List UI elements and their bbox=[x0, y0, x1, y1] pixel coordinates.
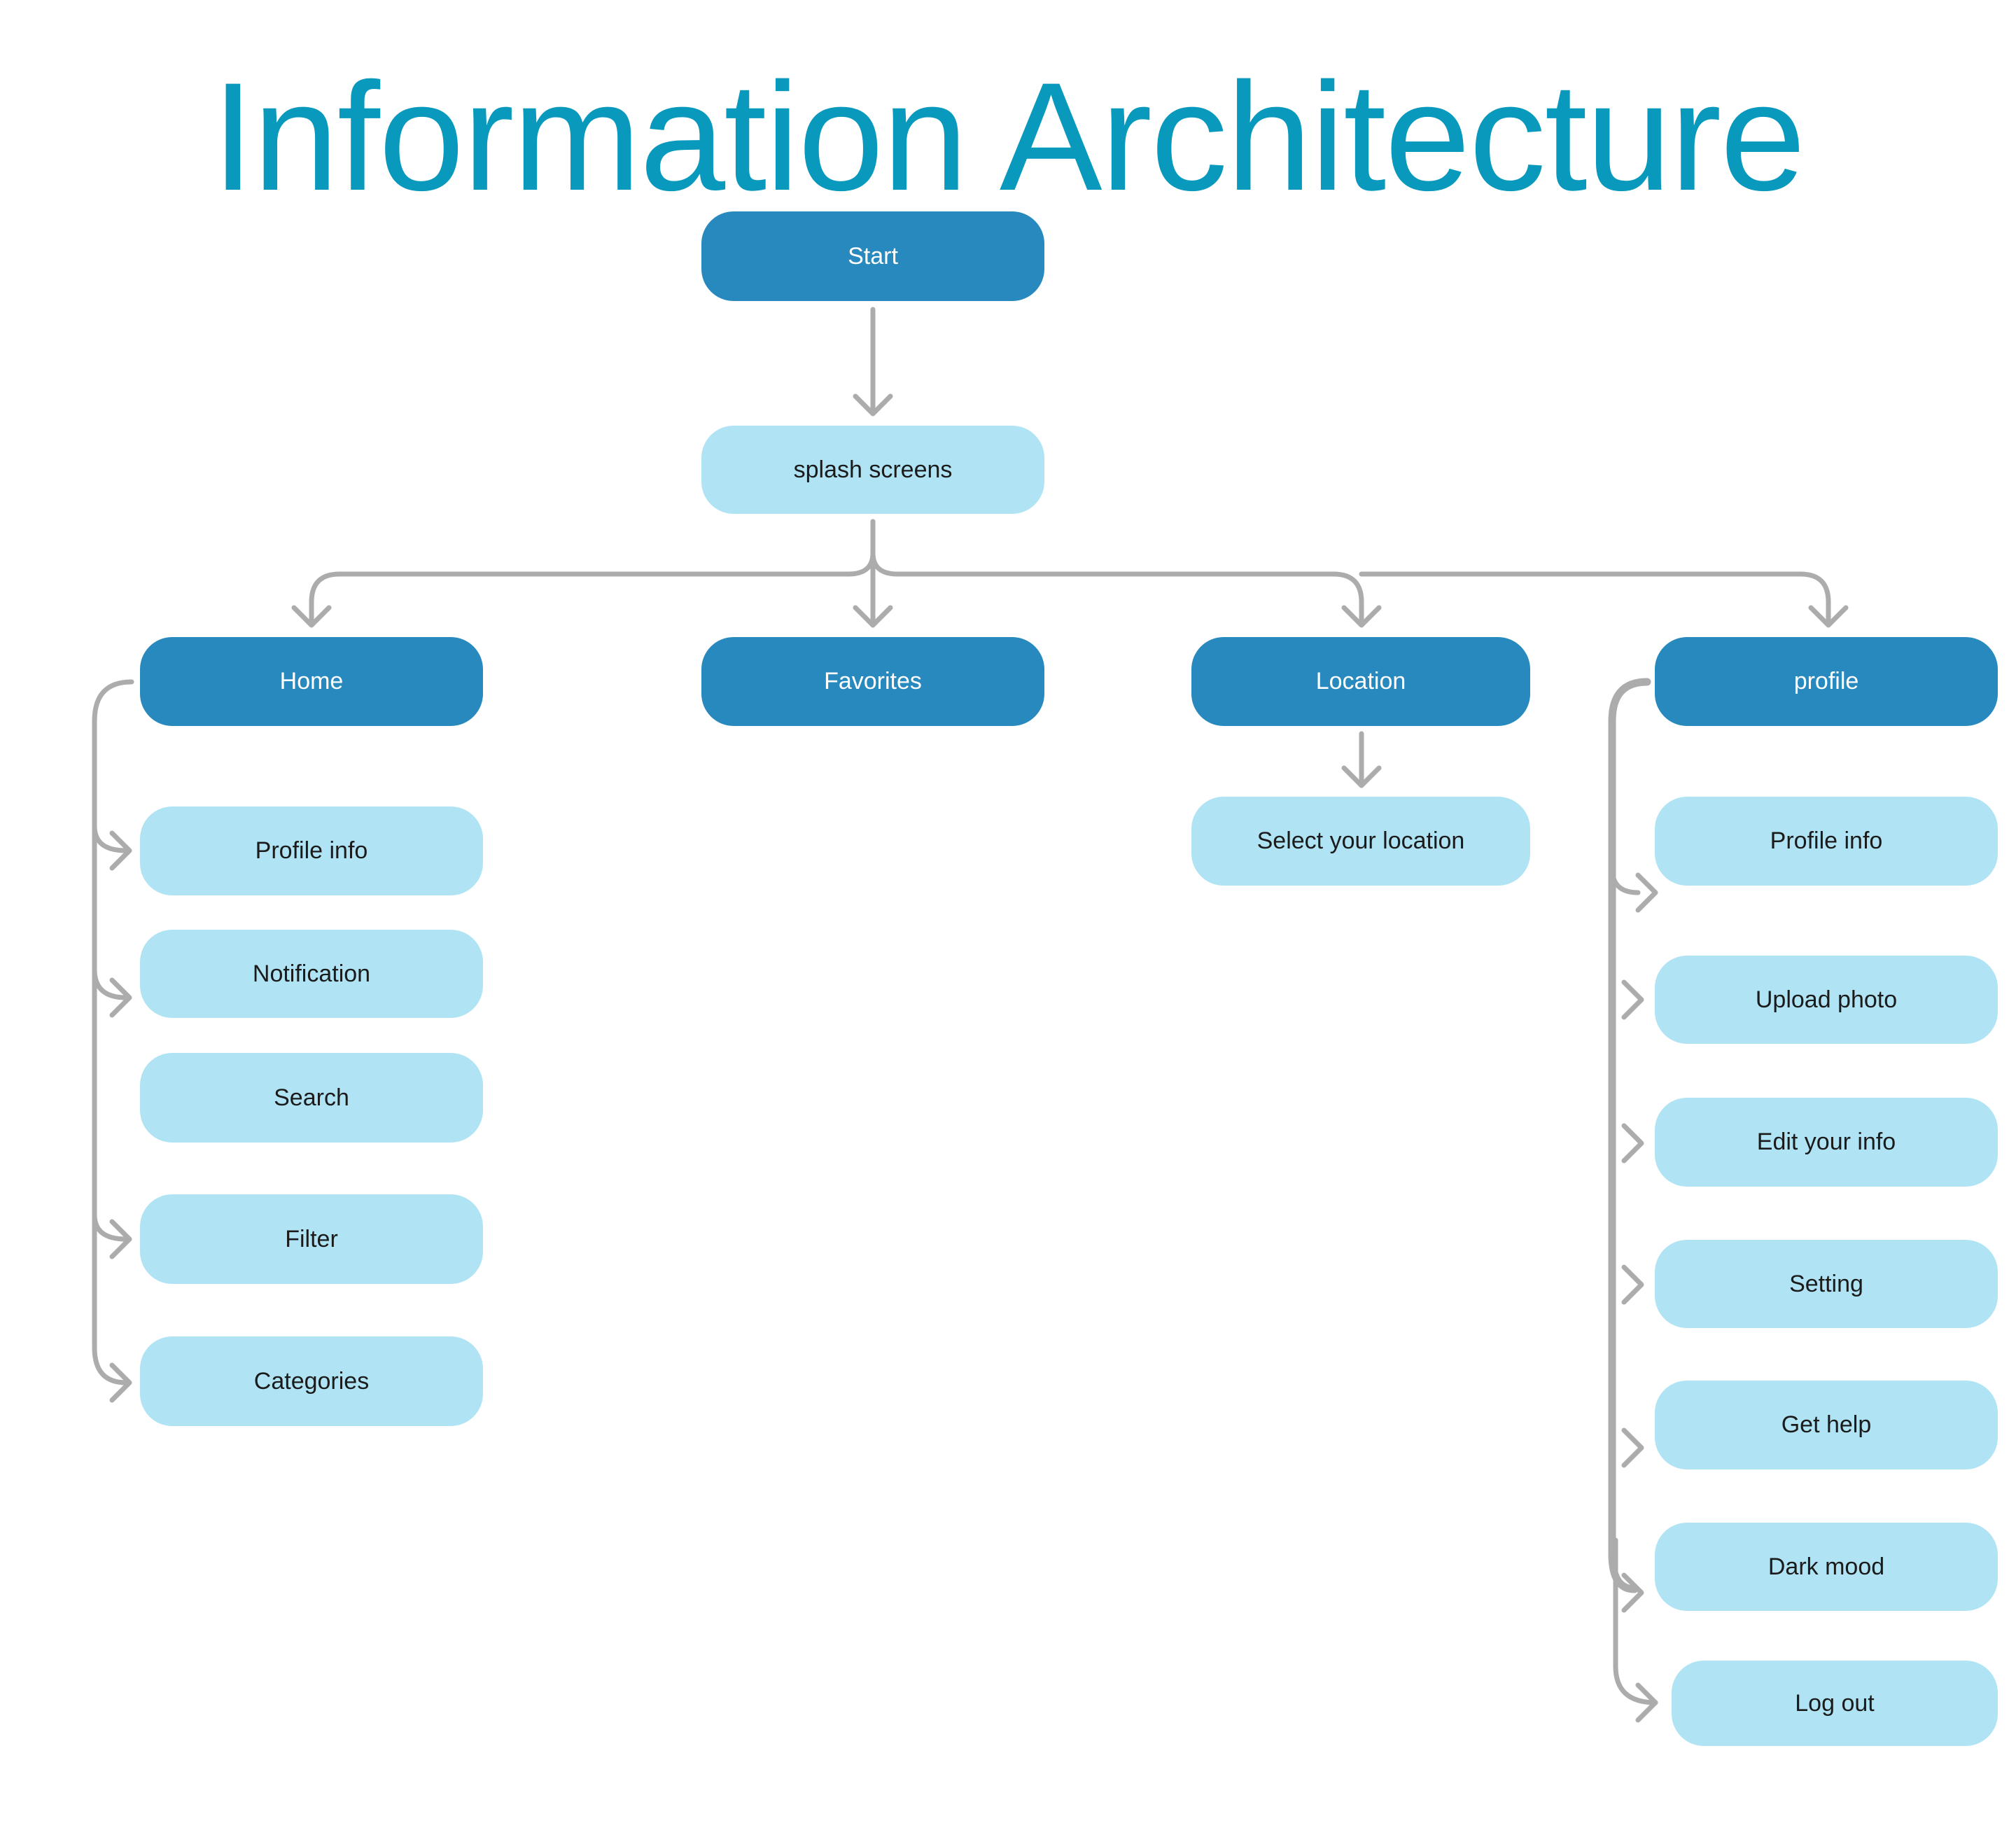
connector-profile-profile-info bbox=[1609, 865, 1641, 895]
connector-splash-location bbox=[870, 550, 1364, 626]
connector-home-notification bbox=[92, 967, 129, 1000]
connector-profile-children bbox=[1608, 678, 1651, 1593]
connector-home-children bbox=[92, 679, 134, 1385]
arrowhead bbox=[853, 605, 893, 628]
select-location-node[interactable]: Select your location bbox=[1191, 797, 1530, 886]
home-categories-node[interactable]: Categories bbox=[140, 1336, 483, 1426]
arrowhead bbox=[1635, 872, 1658, 913]
connector-profile-logout bbox=[1613, 1537, 1658, 1705]
connector-home-profile-info bbox=[92, 823, 129, 853]
home-notification-node[interactable]: Notification bbox=[140, 930, 483, 1018]
profile-log-out-node[interactable]: Log out bbox=[1672, 1661, 1998, 1746]
arrowhead bbox=[109, 977, 132, 1018]
profile-get-help-node[interactable]: Get help bbox=[1655, 1381, 1998, 1469]
connector-home-filter bbox=[92, 1212, 129, 1242]
arrowhead bbox=[1621, 979, 1644, 1020]
arrowhead bbox=[109, 830, 132, 871]
arrowhead bbox=[1635, 1682, 1658, 1723]
arrowhead bbox=[109, 1362, 132, 1403]
profile-node[interactable]: profile bbox=[1655, 637, 1998, 726]
arrowhead bbox=[1621, 1427, 1644, 1468]
arrowhead bbox=[1621, 1264, 1644, 1305]
connector-splash-home bbox=[309, 519, 876, 626]
favorites-node[interactable]: Favorites bbox=[701, 637, 1044, 726]
arrowhead bbox=[1621, 1123, 1644, 1164]
arrowhead bbox=[853, 393, 893, 417]
start-node[interactable]: Start bbox=[701, 211, 1044, 301]
location-node[interactable]: Location bbox=[1191, 637, 1530, 726]
connector-splash-profile bbox=[1359, 571, 1831, 626]
profile-edit-info-node[interactable]: Edit your info bbox=[1655, 1098, 1998, 1187]
diagram-title: Information Architecture bbox=[211, 50, 1805, 223]
profile-dark-mood-node[interactable]: Dark mood bbox=[1655, 1523, 1998, 1611]
home-search-node[interactable]: Search bbox=[140, 1053, 483, 1143]
profile-profile-info-node[interactable]: Profile info bbox=[1655, 797, 1998, 886]
arrowhead bbox=[1341, 605, 1382, 628]
profile-setting-node[interactable]: Setting bbox=[1655, 1240, 1998, 1328]
splash-screens-node[interactable]: splash screens bbox=[701, 426, 1044, 514]
home-node[interactable]: Home bbox=[140, 637, 483, 726]
arrowhead bbox=[1808, 605, 1849, 628]
profile-upload-photo-node[interactable]: Upload photo bbox=[1655, 956, 1998, 1044]
home-filter-node[interactable]: Filter bbox=[140, 1194, 483, 1284]
arrowhead bbox=[1341, 765, 1382, 788]
arrowhead bbox=[1621, 1572, 1644, 1613]
arrowhead bbox=[291, 605, 332, 628]
arrowhead bbox=[109, 1219, 132, 1259]
home-profile-info-node[interactable]: Profile info bbox=[140, 806, 483, 895]
